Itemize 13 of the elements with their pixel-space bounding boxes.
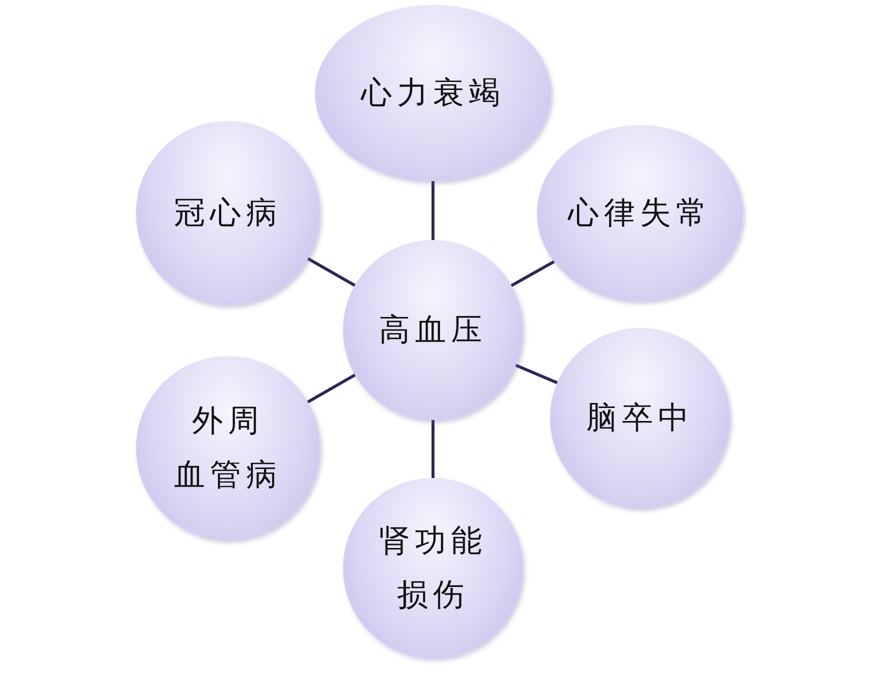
node-label: 高血压 bbox=[379, 310, 487, 349]
connector-line bbox=[307, 257, 356, 287]
node-label: 心律失常 bbox=[568, 194, 712, 232]
connector-line bbox=[510, 260, 555, 288]
node-label: 冠心病 bbox=[174, 194, 282, 232]
connector-line bbox=[432, 420, 434, 478]
connector-line bbox=[515, 364, 558, 384]
node-label: 外周血管病 bbox=[174, 402, 282, 494]
node-label: 肾功能损伤 bbox=[379, 522, 487, 614]
connector-line bbox=[432, 181, 434, 240]
node-label: 心力衰竭 bbox=[361, 74, 505, 112]
node-label: 脑卒中 bbox=[586, 398, 694, 437]
connector-line bbox=[306, 374, 356, 404]
